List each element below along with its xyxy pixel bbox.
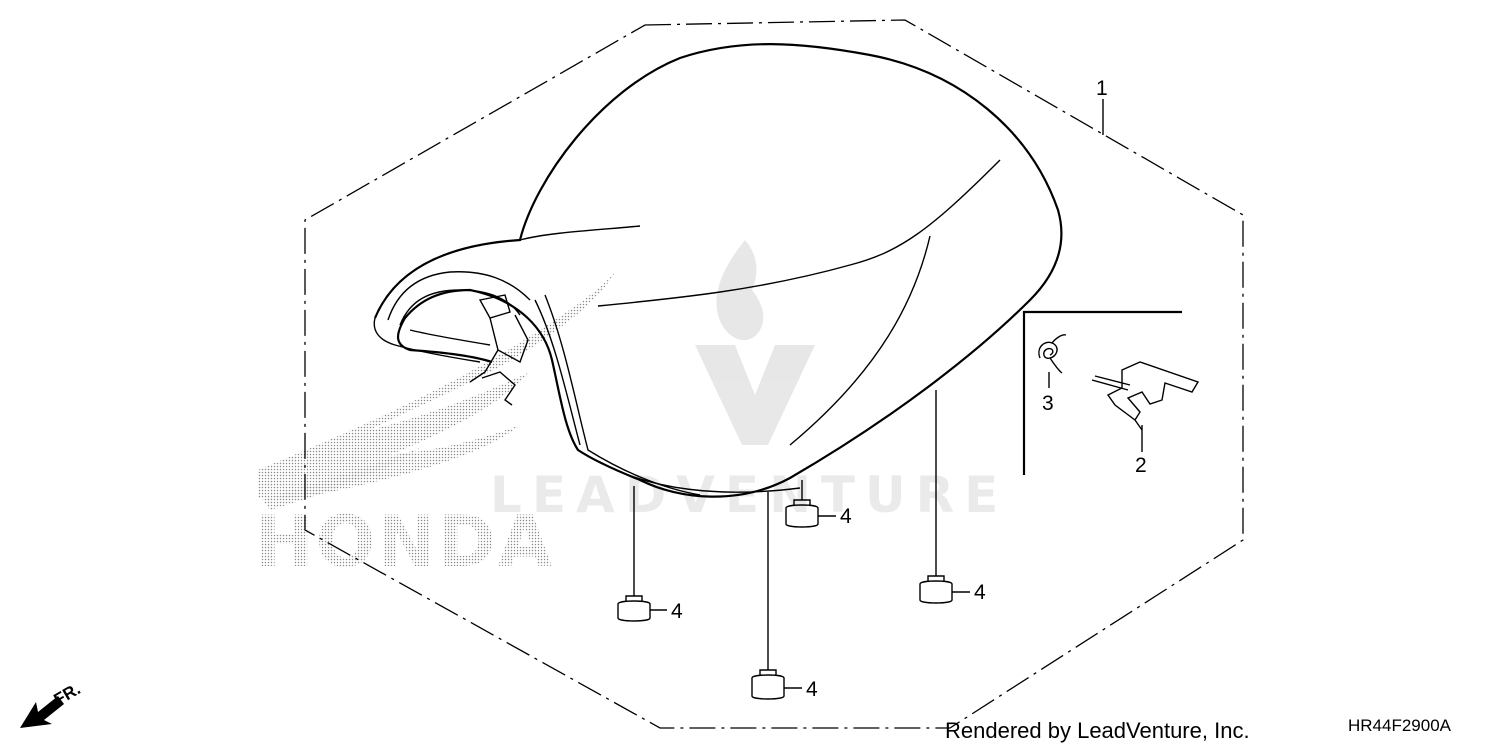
seat-assembly bbox=[373, 43, 1063, 498]
front-direction-arrow-icon bbox=[20, 696, 64, 728]
leadventure-watermark-text: LEADVENTURE bbox=[490, 466, 1008, 524]
honda-wing-logo: HONDA bbox=[255, 272, 615, 583]
callout-seat: 1 bbox=[1096, 77, 1108, 100]
callout-cushion-b: 4 bbox=[840, 505, 852, 528]
seat-hook bbox=[1091, 361, 1200, 431]
callout-cushion-c: 4 bbox=[974, 581, 986, 604]
render-credit: Rendered by LeadVenture, Inc. bbox=[945, 718, 1250, 743]
seat-cushion-b bbox=[785, 480, 836, 528]
assembly-boundary bbox=[304, 19, 1244, 729]
callout-cushion-a: 4 bbox=[671, 600, 683, 623]
honda-logo-text: HONDA bbox=[255, 501, 554, 583]
seat-spring bbox=[1038, 334, 1067, 374]
callout-spring: 3 bbox=[1042, 392, 1054, 415]
leadventure-watermark bbox=[695, 240, 815, 445]
callout-cushion-d: 4 bbox=[806, 678, 818, 701]
callout-hook: 2 bbox=[1135, 454, 1147, 477]
detail-bracket bbox=[1022, 310, 1182, 475]
diagram-code: HR44F2900A bbox=[1348, 716, 1452, 735]
seat-cushion-d bbox=[751, 492, 802, 700]
seat-cushion-a bbox=[617, 486, 667, 622]
seat-cushion-c bbox=[919, 390, 970, 604]
